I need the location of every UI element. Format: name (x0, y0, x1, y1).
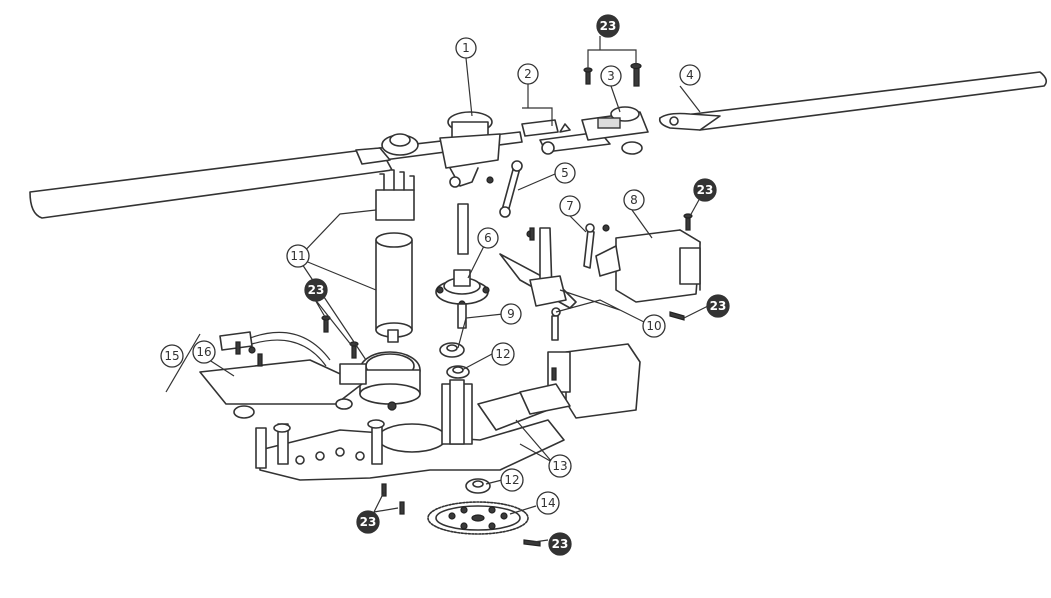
callout-12-upper: 12 (491, 342, 515, 366)
servo-lower (519, 343, 641, 419)
callout-23-gear: 23 (548, 532, 572, 556)
pushrod (499, 160, 523, 218)
callout-13: 13 (548, 454, 572, 478)
servo-upper (595, 229, 701, 303)
motor-mount (359, 351, 421, 405)
callout-3: 3 (600, 65, 622, 87)
svg-text:15: 15 (164, 349, 179, 363)
callout-15: 15 (160, 344, 184, 368)
callout-23-servo: 23 (693, 178, 717, 202)
callout-5: 5 (554, 162, 576, 184)
callout-14: 14 (536, 491, 560, 515)
svg-text:5: 5 (561, 166, 569, 180)
callout-7: 7 (559, 195, 581, 217)
svg-text:12: 12 (504, 473, 519, 487)
svg-text:16: 16 (196, 345, 211, 359)
callout-12-lower: 12 (500, 468, 524, 492)
blade-grip (581, 106, 649, 155)
svg-text:4: 4 (686, 68, 694, 82)
swashplate (435, 269, 490, 329)
main-rotor-blade-right (658, 71, 1048, 131)
callout-8: 8 (623, 189, 645, 211)
callout-23-arm: 23 (706, 294, 730, 318)
motor (375, 169, 415, 343)
svg-text:1: 1 (462, 41, 470, 55)
svg-text:23: 23 (552, 537, 569, 551)
svg-text:7: 7 (566, 199, 574, 213)
main-gear (427, 501, 529, 535)
svg-text:9: 9 (507, 307, 515, 321)
bearing-spacer (439, 342, 491, 494)
svg-text:23: 23 (360, 515, 377, 529)
main-shaft (457, 203, 469, 255)
svg-text:11: 11 (290, 249, 305, 263)
callout-6: 6 (477, 227, 499, 249)
svg-text:3: 3 (607, 69, 615, 83)
main-frame (255, 379, 565, 481)
callout-9: 9 (500, 303, 522, 325)
callout-23-top: 23 (596, 14, 620, 38)
callout-16: 16 (192, 340, 216, 364)
rotor-head (355, 111, 523, 188)
svg-text:12: 12 (495, 347, 510, 361)
svg-text:23: 23 (710, 299, 727, 313)
svg-text:23: 23 (697, 183, 714, 197)
callout-10: 10 (642, 314, 666, 338)
svg-text:13: 13 (552, 459, 567, 473)
tail-control-arm (499, 227, 577, 341)
control-board (199, 331, 367, 419)
main-rotor-blade-left (29, 147, 393, 219)
leader-lines (165, 36, 709, 543)
callout-1: 1 (455, 37, 477, 59)
svg-text:23: 23 (308, 283, 325, 297)
svg-text:23: 23 (600, 19, 617, 33)
callout-2: 2 (517, 63, 539, 85)
svg-text:6: 6 (484, 231, 492, 245)
svg-text:8: 8 (630, 193, 638, 207)
svg-text:2: 2 (524, 67, 532, 81)
svg-text:10: 10 (646, 319, 661, 333)
servo-linkage (526, 223, 610, 269)
callout-23-frame: 23 (356, 510, 380, 534)
callout-23-motor: 23 (304, 278, 328, 302)
callout-4: 4 (679, 64, 701, 86)
callout-11: 11 (286, 244, 310, 268)
svg-text:14: 14 (540, 496, 555, 510)
